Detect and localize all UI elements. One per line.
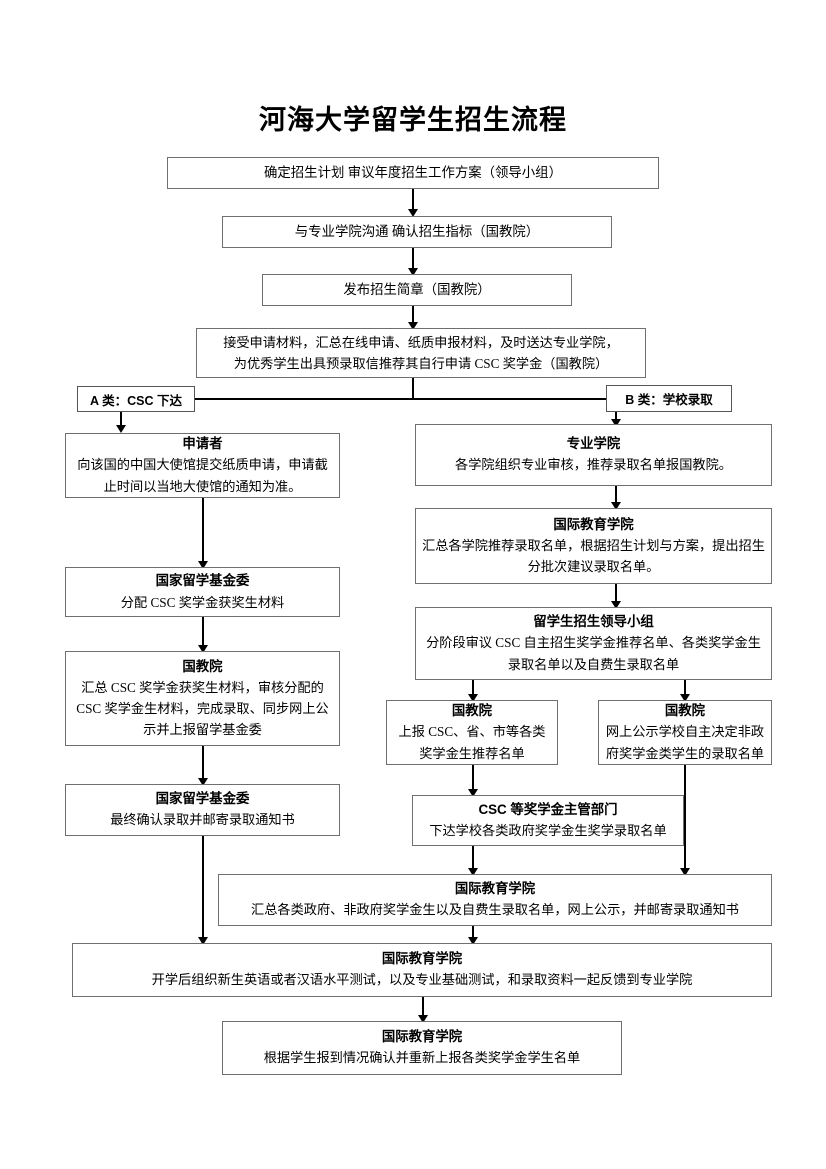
- node-leader-group-header: 留学生招生领导小组: [533, 614, 654, 630]
- node-publish: 发布招生简章（国教院）: [262, 274, 572, 306]
- node-receive: 接受申请材料，汇总在线申请、纸质申报材料，及时送达专业学院， 为优秀学生出具预录…: [196, 328, 646, 378]
- node-csc-authority-header: CSC 等奖学金主管部门: [478, 801, 618, 817]
- node-leader-group: 留学生招生领导小组 分阶段审议 CSC 自主招生奖学金推荐名单、各类奖学金生录取…: [415, 607, 772, 680]
- connector-plan-communicate: [412, 189, 414, 213]
- node-applicant: 申请者 向该国的中国大使馆提交纸质申请，申请截止时间以当地大使馆的通知为准。: [65, 433, 340, 498]
- node-intl-school-3: 国际教育学院 开学后组织新生英语或者汉语水平测试，以及专业基础测试，和录取资料一…: [72, 943, 772, 997]
- arrowhead-intl1-leader: [611, 601, 621, 609]
- node-college-body: 各学院组织专业审核，推荐录取名单报国教院。: [455, 457, 732, 473]
- node-college-header: 专业学院: [566, 436, 621, 452]
- arrowhead-gjyright-intl2: [680, 868, 690, 876]
- connector-gjyleft-cscfund2: [202, 746, 204, 782]
- arrowhead-college-intl1: [611, 502, 621, 510]
- node-intl-school-1: 国际教育学院 汇总各学院推荐录取名单，根据招生计划与方案，提出招生分批次建议录取…: [415, 508, 772, 584]
- arrowhead-leader-gjyright: [680, 694, 690, 702]
- node-intl-school-3-header: 国际教育学院: [381, 951, 463, 967]
- connector-communicate-publish: [412, 248, 414, 272]
- connector-intl3-intl4: [422, 997, 424, 1019]
- node-csc-fund-2: 国家留学基金委 最终确认录取并邮寄录取通知书: [65, 784, 340, 836]
- node-plan: 确定招生计划 审议年度招生工作方案（领导小组）: [167, 157, 659, 189]
- connector-college-intl1: [615, 486, 617, 506]
- connector-intl2-intl3: [472, 926, 474, 945]
- arrowhead-intl2-intl3: [468, 937, 478, 945]
- node-gjy-mid-body: 上报 CSC、省、市等各类奖学金生推荐名单: [398, 724, 546, 761]
- arrowhead-communicate-publish: [408, 268, 418, 276]
- node-intl-school-4: 国际教育学院 根据学生报到情况确认并重新上报各类奖学金学生名单: [222, 1021, 622, 1075]
- node-csc-authority-body: 下达学校各类政府奖学金生奖学录取名单: [429, 823, 667, 838]
- node-gjy-left: 国教院 汇总 CSC 奖学金获奖生材料，审核分配的 CSC 奖学金生材料，完成录…: [65, 651, 340, 746]
- arrowhead-branch-a: [116, 425, 126, 433]
- connector-cscfund2-intl3: [202, 836, 204, 941]
- connector-cscauth-intl2: [472, 846, 474, 872]
- node-college: 专业学院 各学院组织专业审核，推荐录取名单报国教院。: [415, 424, 772, 486]
- connector-split-horizontal: [120, 398, 616, 400]
- connector-applicant-cscfund1: [202, 498, 204, 565]
- node-intl-school-3-body: 开学后组织新生英语或者汉语水平测试，以及专业基础测试，和录取资料一起反馈到专业学…: [151, 972, 693, 988]
- connector-receive-split: [412, 378, 414, 399]
- connector-publish-receive: [412, 306, 414, 326]
- node-gjy-left-header: 国教院: [182, 658, 223, 674]
- connector-intl1-leader: [615, 584, 617, 605]
- node-intl-school-4-body: 根据学生报到情况确认并重新上报各类奖学金学生名单: [263, 1050, 581, 1066]
- node-leader-group-body: 分阶段审议 CSC 自主招生奖学金推荐名单、各类奖学金生录取名单以及自费生录取名…: [426, 635, 761, 672]
- node-csc-fund-1: 国家留学基金委 分配 CSC 奖学金获奖生材料: [65, 567, 340, 617]
- arrowhead-gjymid-cscauth: [468, 789, 478, 797]
- node-receive-line1: 接受申请材料，汇总在线申请、纸质申报材料，及时送达专业学院，: [223, 334, 619, 350]
- node-gjy-right-body: 网上公示学校自主决定非政府奖学金类学生的录取名单: [605, 724, 765, 761]
- connector-leader-right-branch: [684, 680, 686, 698]
- arrowhead-intl3-intl4: [418, 1015, 428, 1023]
- node-intl-school-2: 国际教育学院 汇总各类政府、非政府奖学金生以及自费生录取名单，网上公示，并邮寄录…: [218, 874, 772, 926]
- page-title: 河海大学留学生招生流程: [259, 105, 567, 135]
- node-communicate-body: 与专业学院沟通 确认招生指标（国教院）: [294, 224, 540, 240]
- node-gjy-right-header: 国教院: [664, 703, 706, 719]
- arrowhead-leader-gjymid: [468, 694, 478, 702]
- node-communicate: 与专业学院沟通 确认招生指标（国教院）: [222, 216, 612, 248]
- arrowhead-plan-communicate: [408, 209, 418, 217]
- node-gjy-mid: 国教院 上报 CSC、省、市等各类奖学金生推荐名单: [386, 700, 558, 765]
- node-gjy-mid-header: 国教院: [451, 703, 493, 719]
- node-csc-authority: CSC 等奖学金主管部门 下达学校各类政府奖学金生奖学录取名单: [412, 795, 684, 846]
- branch-label-a-text: A 类：CSC 下达: [90, 393, 182, 408]
- connector-split-left: [120, 398, 122, 429]
- node-csc-fund-1-body: 分配 CSC 奖学金获奖生材料: [120, 594, 285, 610]
- node-intl-school-2-header: 国际教育学院: [454, 881, 536, 897]
- node-plan-body: 确定招生计划 审议年度招生工作方案（领导小组）: [264, 165, 562, 181]
- connector-gjyright-intl2: [684, 765, 686, 872]
- node-applicant-body: 向该国的中国大使馆提交纸质申请，申请截止时间以当地大使馆的通知为准。: [77, 457, 328, 494]
- node-csc-fund-2-header: 国家留学基金委: [155, 791, 250, 807]
- branch-label-b-text: B 类：学校录取: [625, 393, 713, 407]
- node-gjy-right: 国教院 网上公示学校自主决定非政府奖学金类学生的录取名单: [598, 700, 772, 765]
- node-intl-school-4-header: 国际教育学院: [381, 1029, 463, 1045]
- arrowhead-publish-receive: [408, 322, 418, 330]
- node-intl-school-2-body: 汇总各类政府、非政府奖学金生以及自费生录取名单，网上公示，并邮寄录取通知书: [251, 902, 739, 918]
- node-receive-line2: 为优秀学生出具预录取信推荐其自行申请 CSC 奖学金（国教院）: [233, 356, 609, 371]
- arrowhead-cscauth-intl2: [468, 868, 478, 876]
- node-csc-fund-2-body: 最终确认录取并邮寄录取通知书: [110, 812, 295, 828]
- arrowhead-cscfund2-intl3: [198, 937, 208, 945]
- node-csc-fund-1-header: 国家留学基金委: [155, 573, 250, 589]
- arrowhead-cscfund1-gjyleft: [198, 645, 208, 653]
- node-intl-school-1-header: 国际教育学院: [553, 516, 634, 532]
- arrowhead-gjyleft-cscfund2: [198, 778, 208, 786]
- node-applicant-header: 申请者: [182, 436, 223, 452]
- connector-cscfund1-gjyleft: [202, 617, 204, 649]
- connector-leader-left-branch: [472, 680, 474, 698]
- branch-label-a: A 类：CSC 下达: [77, 386, 195, 412]
- branch-label-b: B 类：学校录取: [606, 385, 732, 412]
- connector-gjymid-cscauth: [472, 765, 474, 793]
- node-publish-body: 发布招生简章（国教院）: [343, 282, 491, 298]
- arrowhead-branch-b: [611, 419, 621, 427]
- node-gjy-left-body: 汇总 CSC 奖学金获奖生材料，审核分配的 CSC 奖学金生材料，完成录取、同步…: [76, 679, 329, 738]
- arrowhead-applicant-cscfund1: [198, 561, 208, 569]
- node-intl-school-1-body: 汇总各学院推荐录取名单，根据招生计划与方案，提出招生分批次建议录取名单。: [422, 537, 765, 575]
